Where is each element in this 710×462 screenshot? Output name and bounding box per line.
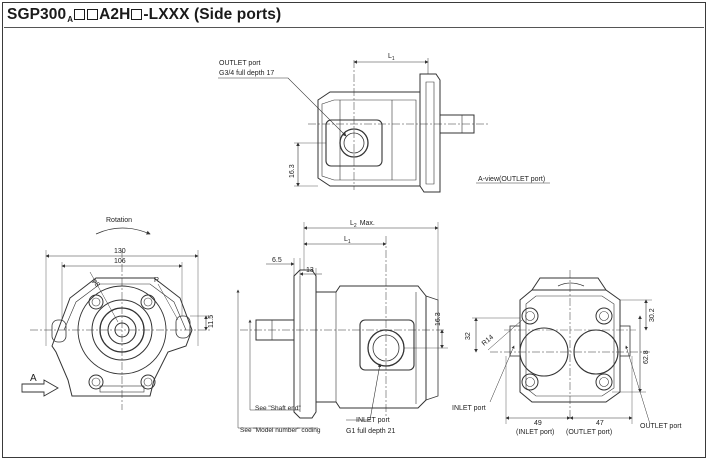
side-dim-6-5: 6.5 [272,257,282,264]
top-view [218,58,550,193]
front-dim-r: R [154,277,159,284]
rear-dim-32: 32 [465,332,472,340]
front-dim-130: 130 [114,248,126,255]
front-dim-11-5: 11.5 [208,315,215,328]
front-dim-phi: φ8 [90,278,100,289]
title-suffix: -LXXX (Side ports) [143,6,282,23]
rear-dim-47: 47 [596,420,604,427]
rear-view [472,270,652,425]
title-subscript: A [67,15,74,24]
side-view [236,222,448,429]
side-inlet-label: INLET port [356,417,390,424]
rotation-label: Rotation [106,217,132,224]
rear-dim-49: 49 [534,420,542,427]
shaft-end-note: See "Shaft end" [255,405,302,412]
side-dim-13: 13 [306,267,314,274]
title-placeholder-box [74,9,86,20]
page-title: SGP300A A2H -LXXX (Side ports) [7,6,281,24]
top-outlet-spec: G3/4 full depth 17 [219,70,274,77]
rear-inlet-port-label: INLET port [452,405,486,412]
title-placeholder-box [87,9,99,20]
title-prefix: SGP300 [7,6,67,23]
rear-outlet-port-paren: (OUTLET port) [566,429,612,436]
top-l1-label: L1 [388,53,395,62]
side-l1-label: L1 [344,236,351,245]
rear-dim-62-8: 62.8 [643,350,650,364]
side-dim-16-3: 16.3 [435,312,442,326]
a-view-label: A-view(OUTLET port) [478,176,545,183]
rear-inlet-port-paren: (INLET port) [516,429,554,436]
front-dim-106: 106 [114,258,126,265]
title-placeholder-box [131,9,143,20]
side-inlet-spec: G1 full depth 21 [346,428,396,435]
rear-dim-30-2: 30.2 [649,308,656,322]
rear-outlet-port-label: OUTLET port [640,423,682,430]
drawing-frame [2,2,706,458]
top-dim-16-3: 16.3 [289,164,296,178]
top-outlet-label: OUTLET port [219,60,261,67]
title-middle: A2H [99,6,131,23]
title-rule [4,27,704,28]
arrow-a-label: A [30,373,37,384]
model-number-note: See "Model number" coding [240,427,321,434]
front-view [21,227,212,410]
